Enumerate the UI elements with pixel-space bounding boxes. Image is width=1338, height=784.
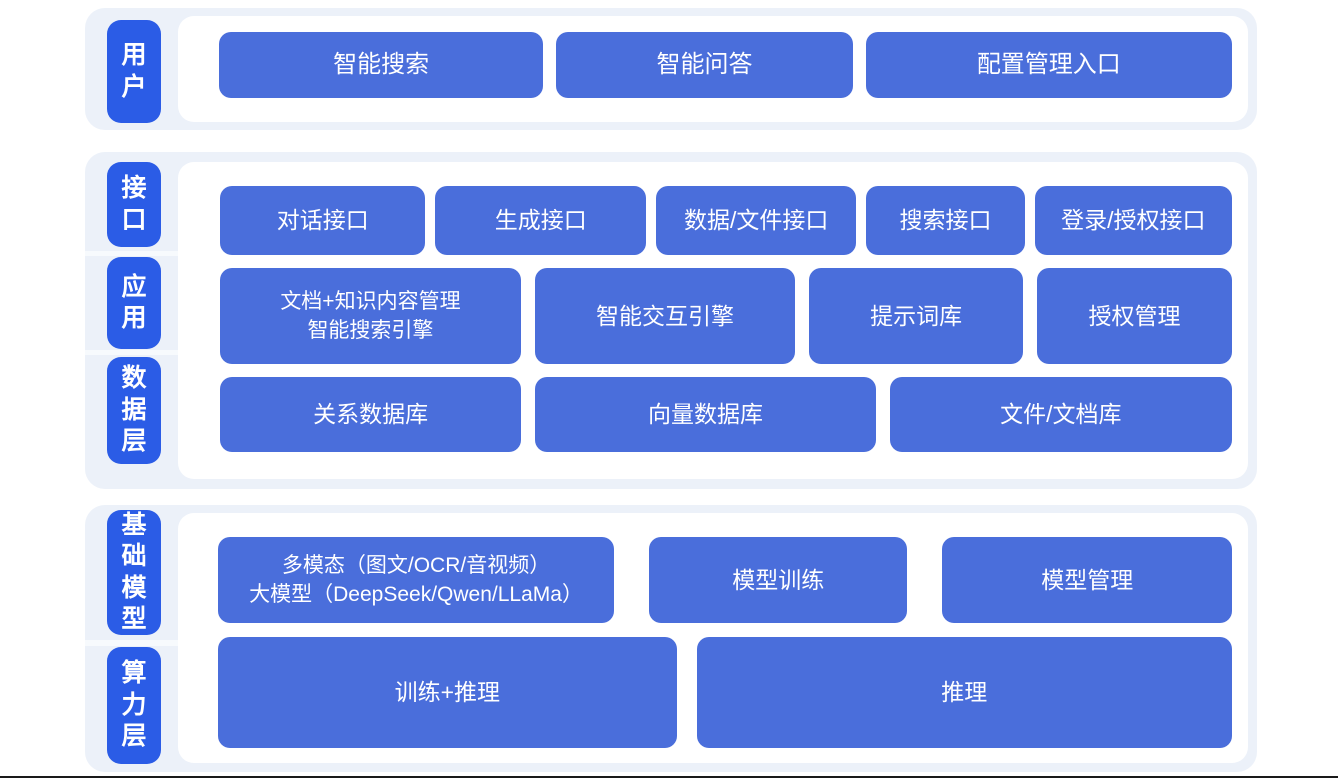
training-inference-node: 训练+推理: [218, 637, 677, 748]
interface-row: 对话接口 生成接口 数据/文件接口 搜索接口 登录/授权接口: [220, 186, 1232, 255]
user-layer-band: 用户 智能搜索 智能问答 配置管理入口: [85, 8, 1257, 130]
inference-label: 推理: [941, 679, 988, 706]
relational-db-node: 关系数据库: [220, 377, 522, 452]
smart-search-label: 智能搜索: [333, 51, 430, 79]
prompt-library-label: 提示词库: [870, 302, 963, 329]
search-api-node: 搜索接口: [866, 186, 1025, 255]
application-layer-pill: 应用: [107, 257, 161, 349]
generation-api-label: 生成接口: [494, 207, 587, 234]
doc-knowledge-line: 文档+知识内容管理: [280, 289, 461, 313]
data-layer-label: 数据层: [121, 364, 147, 456]
doc-knowledge-search-engine-node: 文档+知识内容管理 智能搜索引擎: [220, 268, 521, 364]
data-file-api-node: 数据/文件接口: [656, 186, 857, 255]
smart-search-node: 智能搜索: [219, 32, 544, 98]
foundation-model-layer-pill: 基础模型: [107, 510, 161, 635]
model-management-node: 模型管理: [942, 537, 1232, 623]
compute-layer-label: 算力层: [121, 659, 147, 751]
data-layer-pill: 数据层: [107, 357, 161, 464]
config-management-entry-label: 配置管理入口: [976, 51, 1121, 79]
multimodal-llm-node: 多模态（图文/OCR/音视频） 大模型（DeepSeek/Qwen/LLaMa）: [218, 537, 615, 623]
training-inference-label: 训练+推理: [394, 679, 501, 706]
user-layer-pill: 用户: [107, 20, 161, 123]
data-row: 关系数据库 向量数据库 文件/文档库: [220, 377, 1232, 452]
dialog-api-node: 对话接口: [220, 186, 426, 255]
vector-db-node: 向量数据库: [535, 377, 876, 452]
middle-layers-band: 接口 应用 数据层 对话接口 生成接口 数据/文件接口 搜索接口: [85, 152, 1257, 489]
vector-db-label: 向量数据库: [647, 401, 763, 428]
prompt-library-node: 提示词库: [809, 268, 1023, 364]
multimodal-line: 多模态（图文/OCR/音视频）: [281, 553, 551, 577]
config-management-entry-node: 配置管理入口: [865, 32, 1232, 98]
model-training-label: 模型训练: [732, 566, 825, 593]
auth-management-node: 授权管理: [1037, 268, 1232, 364]
model-training-node: 模型训练: [649, 537, 908, 623]
generation-api-node: 生成接口: [435, 186, 646, 255]
compute-layer-pill: 算力层: [107, 647, 161, 764]
bottom-divider-line: [0, 776, 1338, 778]
inference-node: 推理: [696, 637, 1232, 748]
login-auth-api-label: 登录/授权接口: [1061, 207, 1206, 234]
layer-seam: [85, 251, 178, 256]
search-api-label: 搜索接口: [899, 207, 992, 234]
application-layer-label: 应用: [121, 272, 147, 333]
user-layer-row: 智能搜索 智能问答 配置管理入口: [219, 32, 1232, 98]
layer-seam: [85, 350, 178, 355]
relational-db-label: 关系数据库: [313, 401, 429, 428]
data-file-api-label: 数据/文件接口: [684, 207, 829, 234]
dialog-api-label: 对话接口: [276, 207, 369, 234]
search-engine-line: 智能搜索引擎: [307, 319, 434, 342]
user-layer-panel: 智能搜索 智能问答 配置管理入口: [178, 16, 1248, 122]
user-layer-label: 用户: [121, 41, 147, 101]
llm-line: 大模型（DeepSeek/Qwen/LLaMa）: [249, 583, 583, 606]
smart-qa-node: 智能问答: [556, 32, 853, 98]
interface-layer-pill: 接口: [107, 162, 161, 247]
interactive-engine-node: 智能交互引擎: [534, 268, 796, 364]
middle-layers-panel: 对话接口 生成接口 数据/文件接口 搜索接口 登录/授权接口 文档+知识内容管理: [178, 162, 1248, 479]
application-row: 文档+知识内容管理 智能搜索引擎 智能交互引擎 提示词库 授权管理: [220, 268, 1232, 364]
smart-qa-label: 智能问答: [656, 51, 753, 79]
layer-seam: [85, 640, 178, 646]
login-auth-api-node: 登录/授权接口: [1034, 186, 1232, 255]
foundation-compute-panel: 多模态（图文/OCR/音视频） 大模型（DeepSeek/Qwen/LLaMa）…: [178, 513, 1248, 763]
interface-layer-label: 接口: [121, 174, 147, 234]
file-doc-store-node: 文件/文档库: [889, 377, 1232, 452]
compute-row: 训练+推理 推理: [218, 637, 1232, 748]
file-doc-store-label: 文件/文档库: [1000, 401, 1122, 428]
interactive-engine-label: 智能交互引擎: [596, 302, 735, 329]
auth-management-label: 授权管理: [1088, 302, 1181, 329]
foundation-compute-band: 基础模型 算力层 多模态（图文/OCR/音视频） 大模型（DeepSeek/Qw…: [85, 505, 1257, 772]
model-management-label: 模型管理: [1041, 566, 1134, 593]
foundation-model-row: 多模态（图文/OCR/音视频） 大模型（DeepSeek/Qwen/LLaMa）…: [218, 537, 1232, 623]
foundation-model-layer-label: 基础模型: [121, 510, 147, 634]
